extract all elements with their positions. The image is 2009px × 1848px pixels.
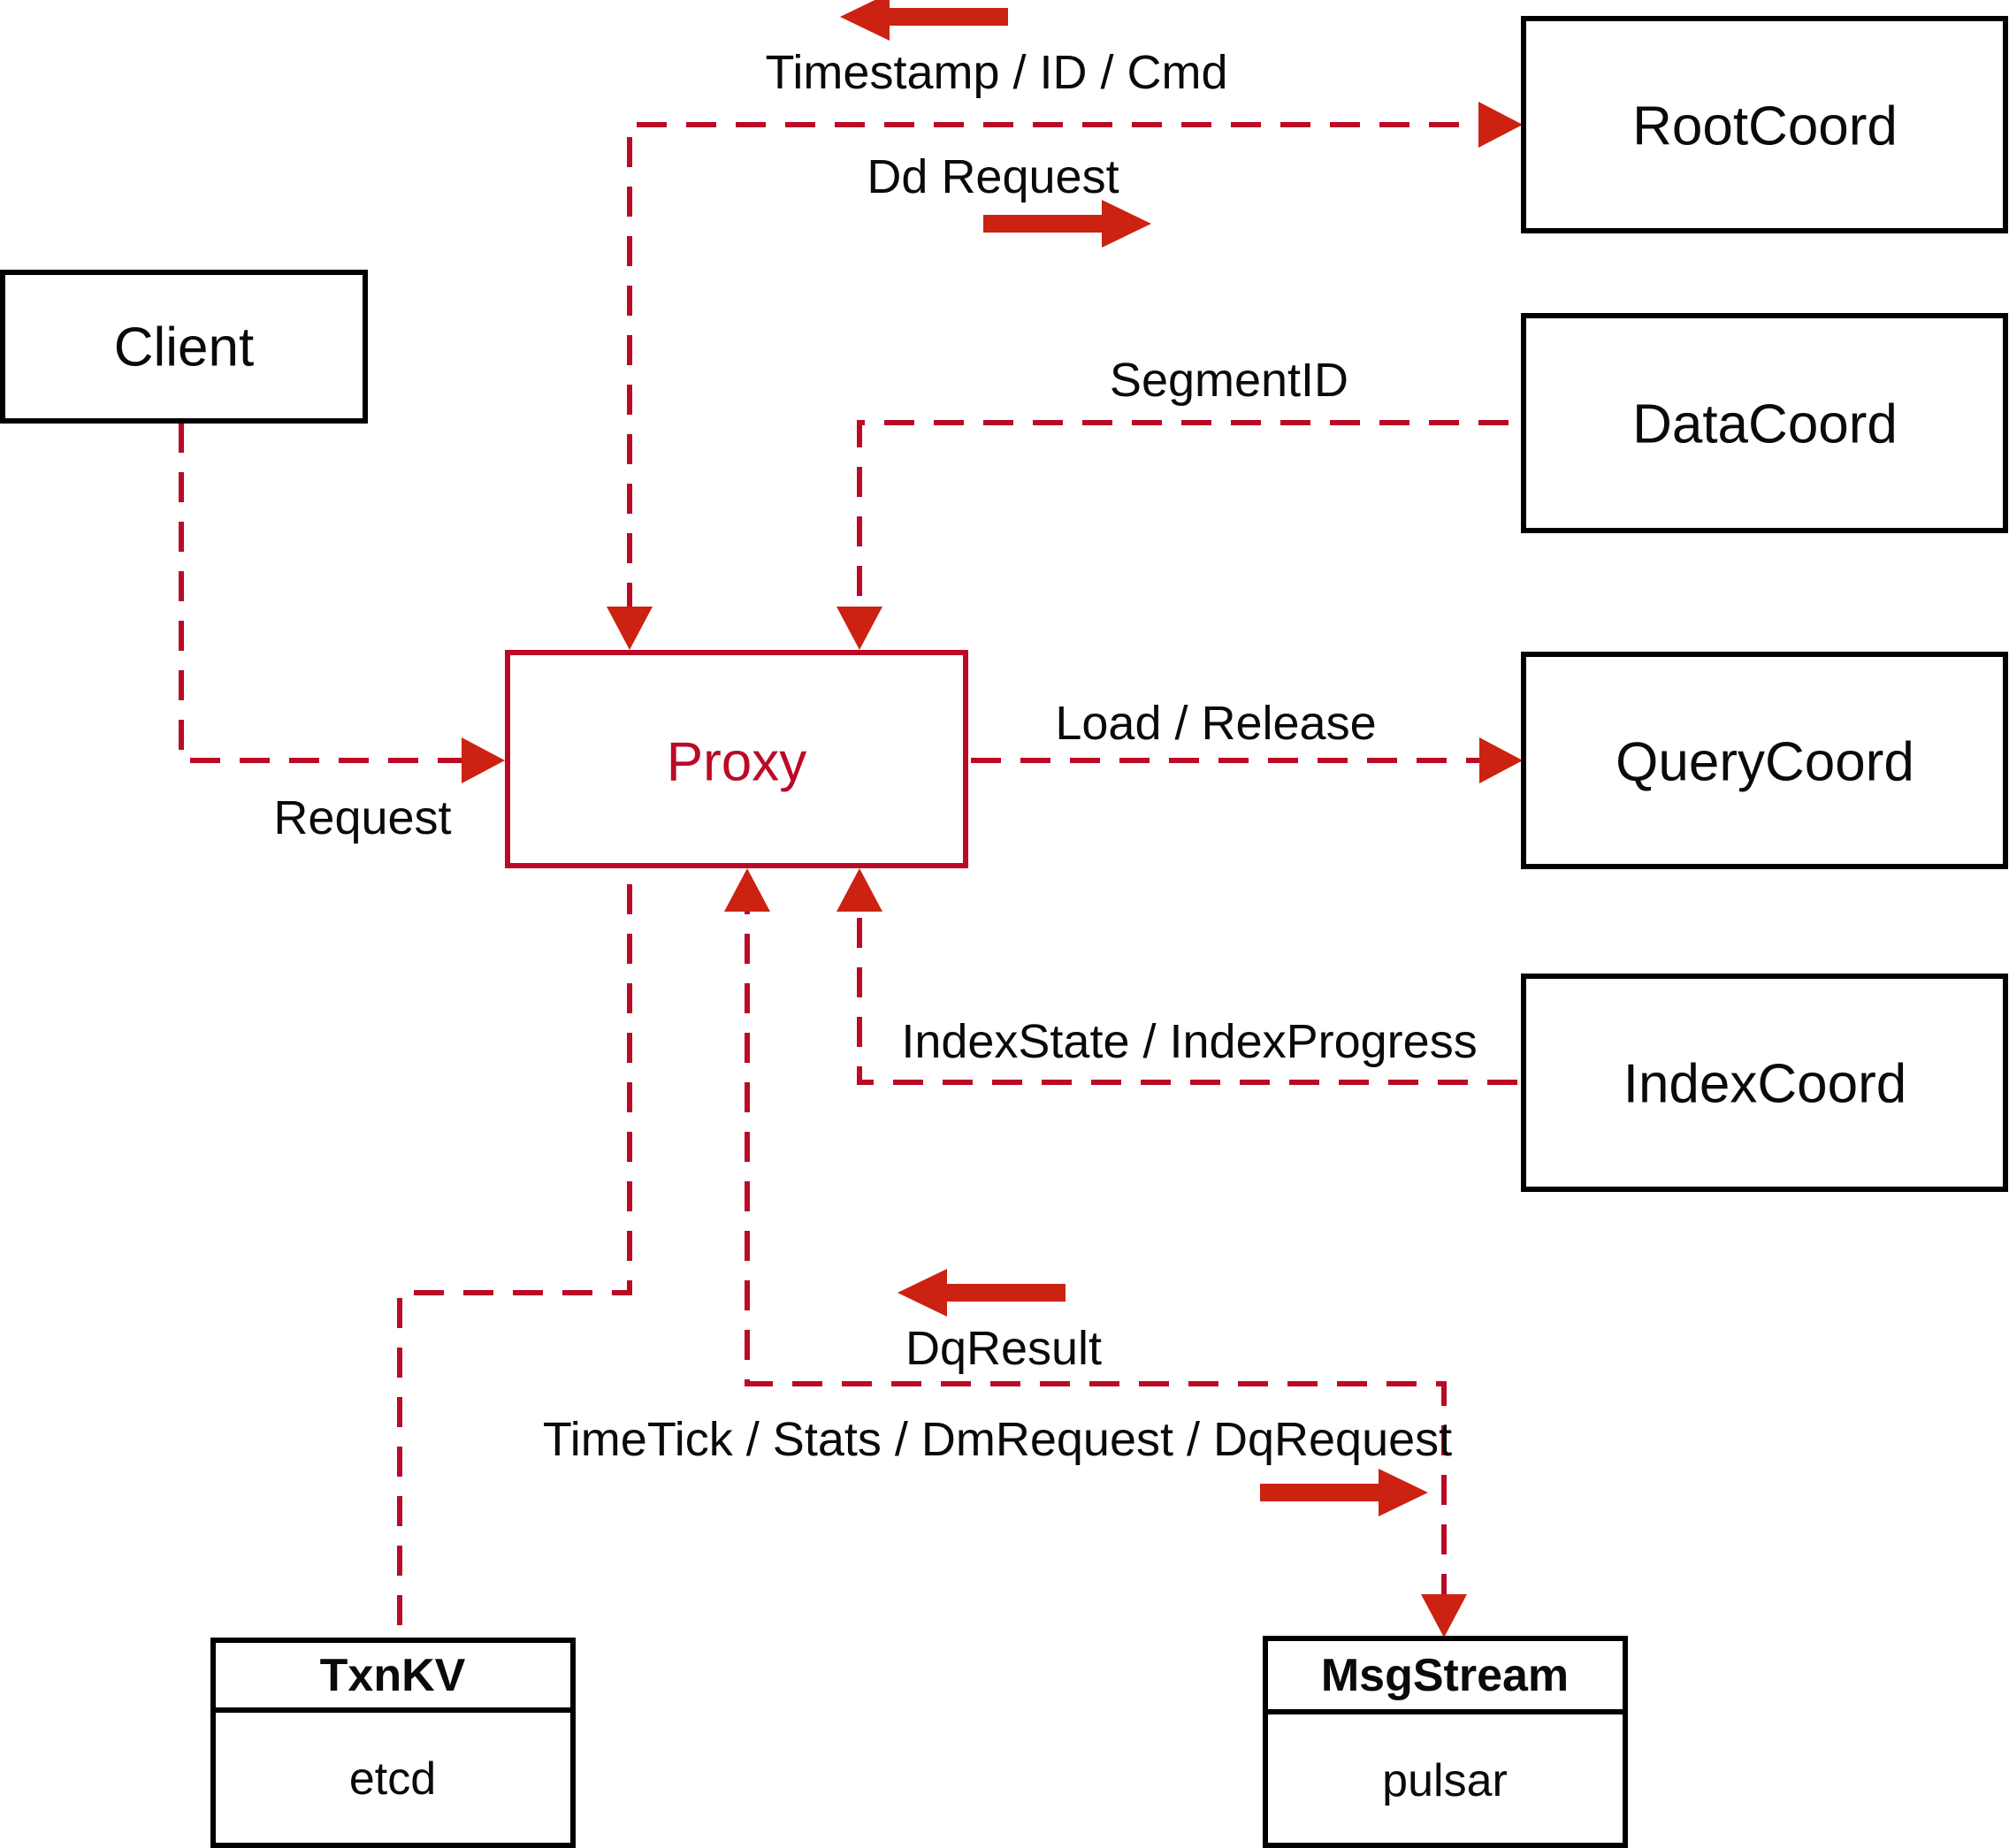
edge-label-index-state: IndexState / IndexProgress xyxy=(901,1015,1477,1068)
node-box-proxy xyxy=(505,650,968,868)
node-querycoord[interactable]: QueryCoord xyxy=(1521,652,2008,869)
edge-label-dd-request: Dd Request xyxy=(867,150,1119,203)
direction-arrow-dd-request xyxy=(983,200,1151,248)
edge-label-load-release: Load / Release xyxy=(1055,697,1376,750)
node-client[interactable]: Client xyxy=(0,270,368,424)
edge-label-request: Request xyxy=(273,791,451,844)
node-sublabel-msgstream: pulsar xyxy=(1382,1755,1508,1806)
node-rootcoord[interactable]: RootCoord xyxy=(1521,16,2008,233)
node-box-msgstream xyxy=(1263,1636,1628,1848)
node-txnkv[interactable]: TxnKV etcd xyxy=(210,1638,576,1848)
edge-path-segment-id xyxy=(857,420,1509,619)
arrowhead-proxy-left xyxy=(462,737,505,783)
direction-arrow-msg-requests xyxy=(1260,1469,1428,1516)
node-label-msgstream: MsgStream xyxy=(1321,1650,1569,1701)
edge-timestamp-id-cmd xyxy=(607,102,1523,650)
node-indexcoord[interactable]: IndexCoord xyxy=(1521,974,2008,1192)
edge-request xyxy=(179,423,505,783)
edge-path-timestamp-id-cmd xyxy=(627,122,1509,619)
node-label-proxy: Proxy xyxy=(667,732,806,793)
edge-label-segment-id: SegmentID xyxy=(1110,354,1348,407)
node-label-datacoord: DataCoord xyxy=(1632,394,1898,455)
arrowhead-rootcoord-left xyxy=(1478,102,1523,148)
edge-load-release xyxy=(971,737,1523,783)
node-box-txnkv xyxy=(210,1638,576,1848)
node-label-indexcoord: IndexCoord xyxy=(1623,1054,1907,1115)
edge-label-timestamp-id-cmd: Timestamp / ID / Cmd xyxy=(765,46,1227,99)
arrowhead-proxy-top-left xyxy=(607,607,653,650)
arrowhead-proxy-top-right xyxy=(836,607,882,650)
node-msgstream[interactable]: MsgStream pulsar xyxy=(1263,1636,1628,1848)
edge-label-msg-requests: TimeTick / Stats / DmRequest / DqRequest xyxy=(543,1413,1452,1466)
arrowhead-querycoord-left xyxy=(1479,737,1523,783)
node-box-datacoord xyxy=(1521,313,2008,533)
node-label-querycoord: QueryCoord xyxy=(1616,732,1914,793)
direction-arrow-timestamp-id-cmd xyxy=(840,0,1008,41)
node-box-client xyxy=(0,270,368,424)
edge-txnkv-link xyxy=(397,884,632,1638)
arrowhead-msgstream-top xyxy=(1421,1594,1467,1638)
edge-index-state xyxy=(836,868,1517,1085)
edge-label-dq-result: DqResult xyxy=(905,1322,1102,1375)
node-box-rootcoord xyxy=(1521,16,2008,233)
node-box-querycoord xyxy=(1521,652,2008,869)
node-sublabel-txnkv: etcd xyxy=(349,1753,436,1805)
node-box-indexcoord xyxy=(1521,974,2008,1192)
node-label-rootcoord: RootCoord xyxy=(1632,96,1898,157)
arrowhead-proxy-bottom-right xyxy=(836,868,882,912)
edge-segment-id xyxy=(836,420,1509,650)
edge-path-msgstream xyxy=(745,884,1447,1607)
edge-dq-result xyxy=(724,868,1467,1638)
direction-arrow-dq-result xyxy=(898,1269,1066,1317)
edge-path-index-state xyxy=(857,884,1517,1085)
edge-path-txnkv xyxy=(397,884,632,1638)
node-proxy[interactable]: Proxy xyxy=(505,650,968,868)
node-datacoord[interactable]: DataCoord xyxy=(1521,313,2008,533)
arrowhead-proxy-bottom-center xyxy=(724,868,770,912)
node-label-client: Client xyxy=(114,317,255,378)
node-label-txnkv: TxnKV xyxy=(320,1650,466,1701)
edge-path-request xyxy=(179,423,469,763)
